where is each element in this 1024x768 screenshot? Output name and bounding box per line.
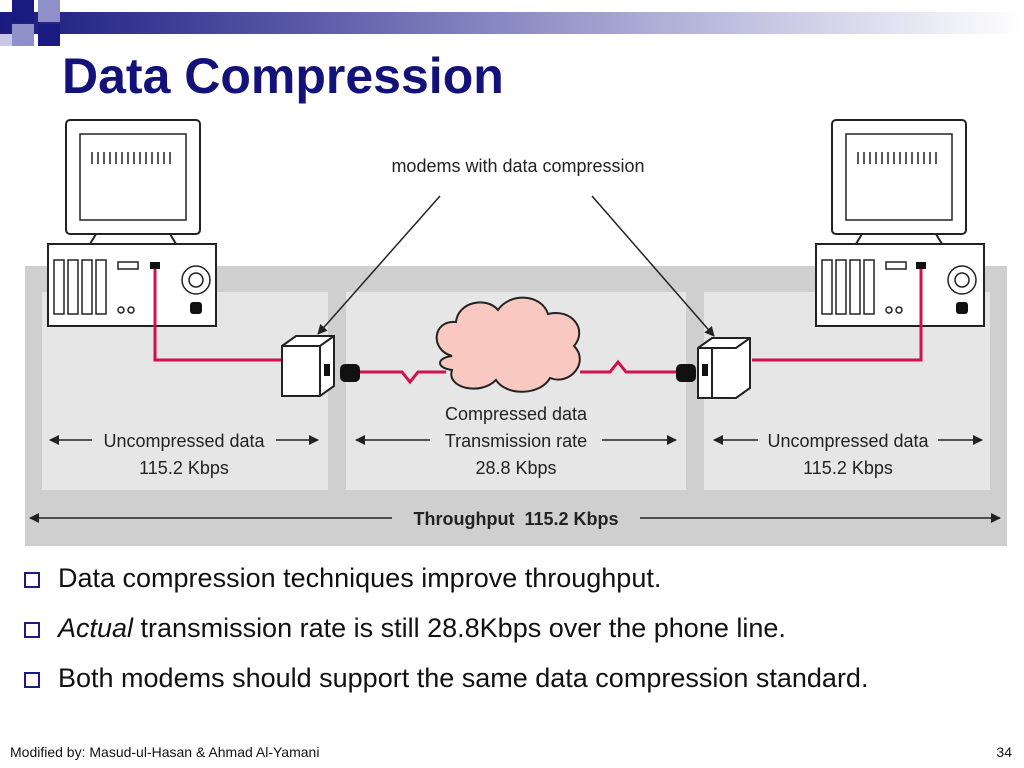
right-data-label: Uncompressed data xyxy=(767,431,929,451)
compression-diagram: modems with data compression Uncompresse… xyxy=(25,119,1007,546)
left-data-label: Uncompressed data xyxy=(103,431,265,451)
slide-footer: Modified by: Masud-ul-Hasan & Ahmad Al-Y… xyxy=(10,744,320,760)
middle-sublabel: Transmission rate xyxy=(445,431,587,451)
callout-label: modems with data compression xyxy=(391,156,644,176)
bullet-text: transmission rate is still 28.8Kbps over… xyxy=(133,613,786,643)
bullet-item: Data compression techniques improve thro… xyxy=(20,560,1010,596)
checkbox-bullet-icon xyxy=(24,622,40,638)
right-phone-line xyxy=(580,359,676,374)
bullet-list: Data compression techniques improve thro… xyxy=(20,560,1010,710)
left-cable xyxy=(153,269,282,362)
right-cable xyxy=(752,269,923,362)
left-computer-icon xyxy=(47,119,217,327)
right-modem-icon xyxy=(676,337,751,399)
middle-rate-label: 28.8 Kbps xyxy=(475,458,556,478)
callout-arrow-right xyxy=(591,195,715,337)
corner-decoration xyxy=(0,0,60,60)
right-computer-icon xyxy=(815,119,985,327)
middle-data-label: Compressed data xyxy=(445,404,588,424)
checkbox-bullet-icon xyxy=(24,672,40,688)
right-rate-label: 115.2 Kbps xyxy=(803,458,893,478)
page-number: 34 xyxy=(996,744,1012,760)
throughput-label: Throughput 115.2 Kbps xyxy=(413,509,618,529)
slide-title: Data Compression xyxy=(62,48,504,104)
network-cloud xyxy=(435,296,581,393)
checkbox-bullet-icon xyxy=(24,572,40,588)
header-band xyxy=(0,12,1024,34)
left-phone-line xyxy=(360,370,446,385)
bullet-emphasis: Actual xyxy=(58,613,134,643)
left-modem-icon xyxy=(281,335,360,397)
bullet-text: Both modems should support the same data… xyxy=(58,663,869,693)
callout-arrow-left xyxy=(317,195,441,335)
bullet-item: Actual transmission rate is still 28.8Kb… xyxy=(20,610,1010,646)
left-rate-label: 115.2 Kbps xyxy=(139,458,229,478)
bullet-text: Data compression techniques improve thro… xyxy=(58,563,662,593)
bullet-item: Both modems should support the same data… xyxy=(20,660,1010,696)
